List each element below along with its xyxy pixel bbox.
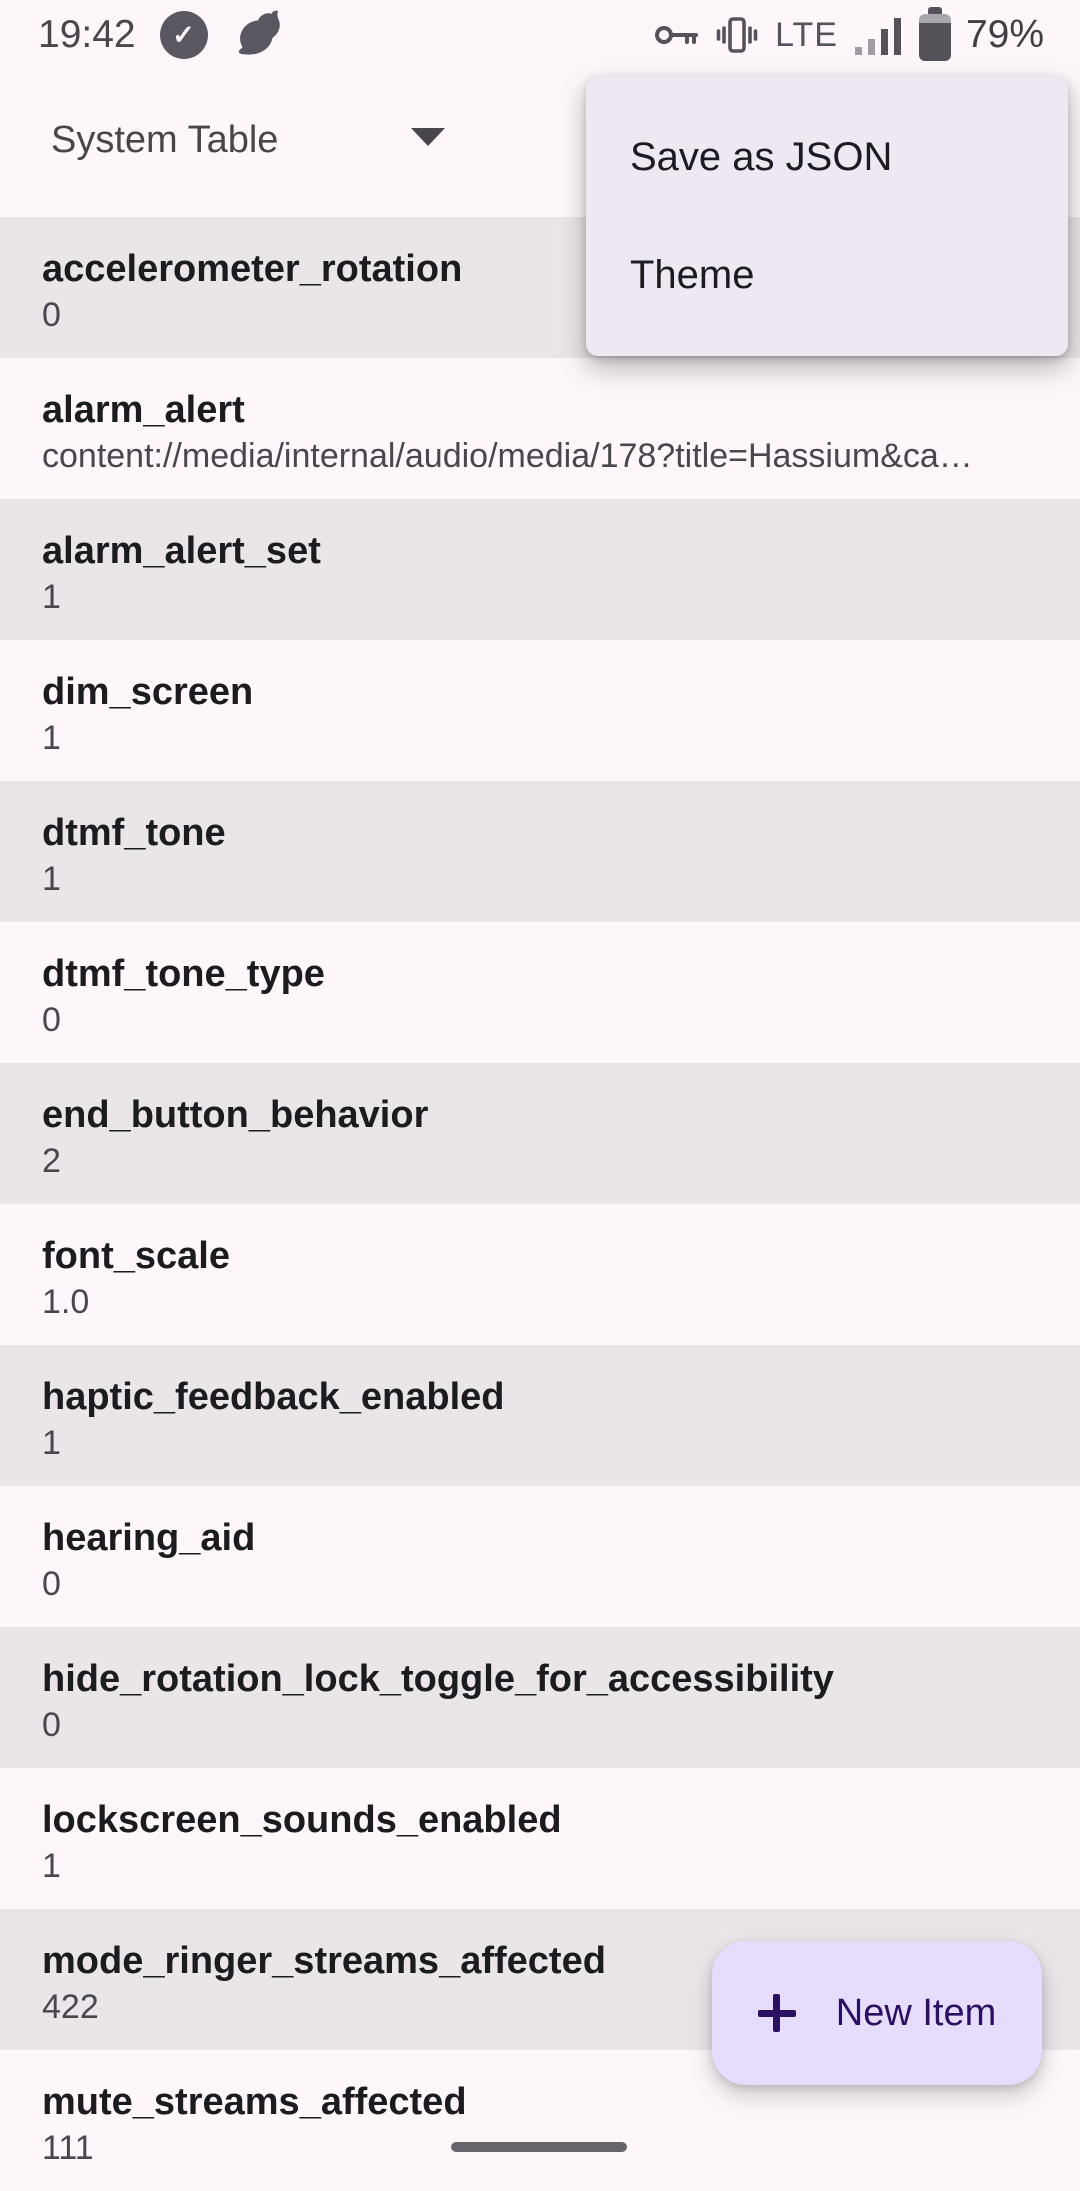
row-key: hide_rotation_lock_toggle_for_accessibil… [42, 1658, 834, 1700]
row-key: end_button_behavior [42, 1094, 429, 1136]
table-row[interactable]: end_button_behavior 2 [0, 1063, 1080, 1204]
row-value: 2 [42, 1142, 61, 1180]
menu-item-theme[interactable]: Theme [630, 253, 755, 297]
row-value: 1 [42, 1424, 61, 1462]
network-type-label: LTE [775, 15, 838, 54]
check-circle-icon: ✓ [159, 11, 208, 59]
row-key: alarm_alert_set [42, 530, 321, 572]
table-row[interactable]: alarm_alert content://media/internal/audi… [0, 358, 1080, 499]
row-key: dtmf_tone_type [42, 953, 325, 995]
table-row[interactable]: haptic_feedback_enabled 1 [0, 1345, 1080, 1486]
row-value: content://media/internal/audio/media/178… [42, 437, 973, 475]
row-value: 0 [42, 1706, 61, 1744]
battery-percent: 79% [965, 13, 1044, 56]
table-row[interactable]: font_scale 1.0 [0, 1204, 1080, 1345]
row-key: accelerometer_rotation [42, 248, 463, 290]
row-key: hearing_aid [42, 1517, 256, 1559]
plus-icon [757, 1994, 796, 2032]
row-key: mute_streams_affected [42, 2081, 467, 2123]
table-row[interactable]: hearing_aid 0 [0, 1486, 1080, 1627]
app-header: System Table [0, 64, 1080, 216]
row-key: mode_ringer_streams_affected [42, 1940, 606, 1982]
bird-icon [232, 9, 284, 61]
row-key: dim_screen [42, 671, 254, 713]
table-row[interactable]: alarm_alert_set 1 [0, 499, 1080, 640]
row-value: 0 [42, 1001, 61, 1039]
overflow-menu: Save as JSON Theme [586, 76, 1068, 356]
table-row[interactable]: dtmf_tone 1 [0, 781, 1080, 922]
row-value: 1 [42, 1847, 61, 1885]
table-row[interactable]: dtmf_tone_type 0 [0, 922, 1080, 1063]
row-key: alarm_alert [42, 389, 245, 431]
gesture-bar[interactable] [451, 2142, 627, 2152]
chevron-down-icon [411, 128, 445, 146]
row-key: lockscreen_sounds_enabled [42, 1799, 562, 1841]
table-row[interactable]: dim_screen 1 [0, 640, 1080, 781]
row-value: 1 [42, 719, 61, 757]
table-row[interactable]: lockscreen_sounds_enabled 1 [0, 1768, 1080, 1909]
row-value: 1.0 [42, 1283, 90, 1321]
table-selector-dropdown[interactable]: System Table [0, 64, 520, 216]
table-row[interactable]: hide_rotation_lock_toggle_for_accessibil… [0, 1627, 1080, 1768]
table-selector-label: System Table [51, 118, 279, 161]
key-icon [653, 22, 699, 48]
row-key: dtmf_tone [42, 812, 226, 854]
row-value: 1 [42, 860, 61, 898]
row-value: 0 [42, 1565, 61, 1603]
row-value: 1 [42, 578, 61, 616]
status-bar: 19:42 ✓ LTE [0, 0, 1080, 64]
battery-icon [918, 7, 952, 63]
new-item-fab[interactable]: New Item [712, 1941, 1042, 2085]
new-item-fab-label: New Item [835, 1991, 997, 2034]
signal-strength-icon [854, 14, 902, 56]
row-key: haptic_feedback_enabled [42, 1376, 505, 1418]
vibrate-icon [715, 13, 759, 57]
clock: 19:42 [38, 13, 136, 56]
menu-item-save-json[interactable]: Save as JSON [630, 135, 893, 179]
row-key: font_scale [42, 1235, 230, 1277]
